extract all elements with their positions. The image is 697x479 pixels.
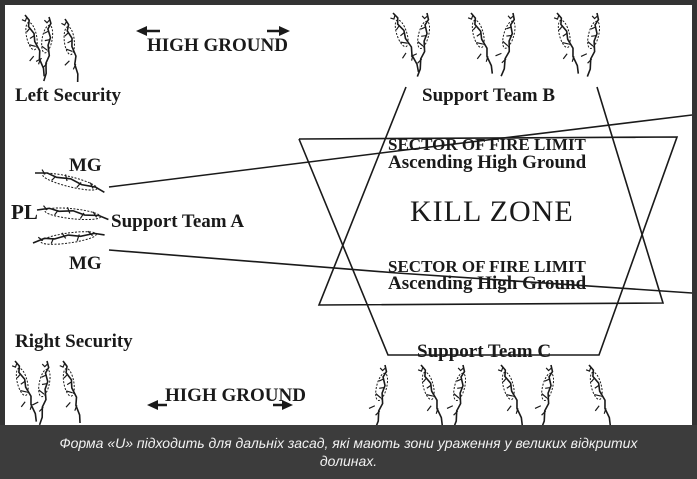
diagram-graphics (9, 10, 692, 425)
support-team-c-label: Support Team C (417, 341, 552, 362)
figure-caption: Форма «U» підходить для дальніх засад, я… (0, 425, 697, 479)
support-team-b-soldiers-icon (387, 10, 605, 78)
kill-zone-label: KILL ZONE (410, 195, 574, 228)
mg-top-label: MG (69, 155, 102, 176)
high-ground-top-arrows-icon (136, 26, 290, 36)
support-team-b-label: Support Team B (422, 85, 556, 106)
left-security-label: Left Security (15, 85, 122, 106)
high-ground-bottom-arrows-icon (147, 400, 293, 410)
sector-upper-title: SECTOR OF FIRE LIMIT (388, 135, 586, 154)
high-ground-bottom-label: HIGH GROUND (165, 385, 306, 406)
mg-bottom-label: MG (69, 253, 102, 274)
sector-lower-subtitle: Ascending High Ground (388, 273, 587, 294)
sector-lower-title: SECTOR OF FIRE LIMIT (388, 257, 586, 276)
support-team-a-soldiers-icon (31, 166, 111, 249)
support-team-c-soldiers-icon (363, 362, 613, 425)
pl-label: PL (11, 200, 38, 224)
right-security-label: Right Security (15, 331, 133, 352)
high-ground-top-label: HIGH GROUND (147, 35, 288, 56)
sector-upper-subtitle: Ascending High Ground (388, 152, 587, 173)
support-team-a-label: Support Team A (111, 211, 245, 232)
left-security-soldiers-icon (19, 12, 80, 84)
sector-fire-limit-lines (108, 114, 692, 294)
fire-sector-triangles (298, 86, 679, 356)
u-ambush-diagram: HIGH GROUND Left Security Support Team B… (5, 5, 692, 425)
right-security-soldiers-icon (9, 358, 82, 425)
